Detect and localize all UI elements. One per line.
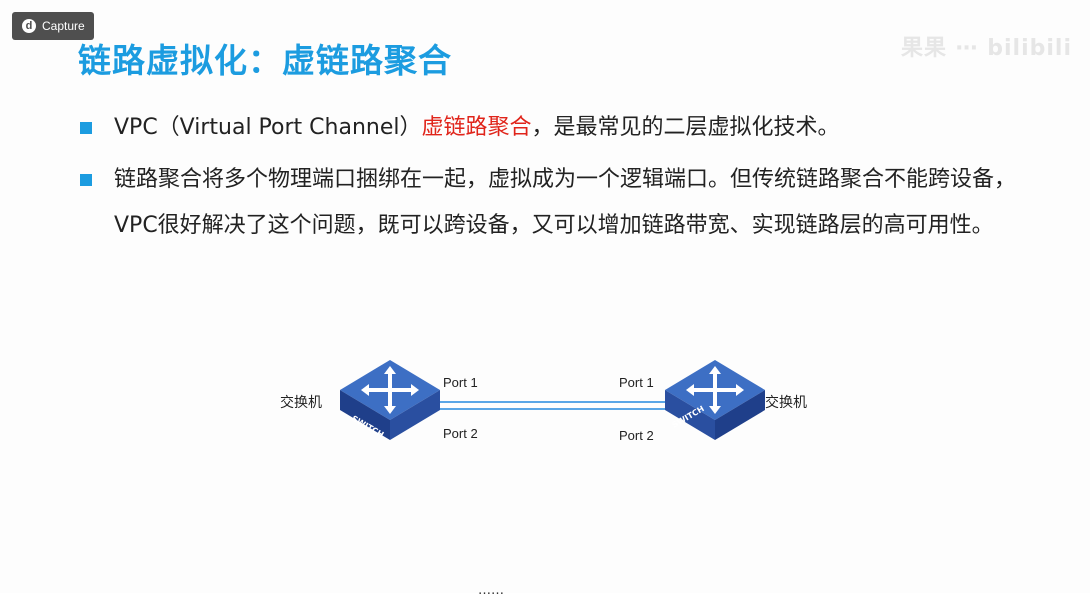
left-port-2-label: Port 2 xyxy=(443,426,478,441)
network-diagram: 交换机 交换机 Port 1 Port 2 Port 1 Port 2 xyxy=(260,350,840,460)
capture-label: Capture xyxy=(42,19,85,33)
bullet-text: VPC（Virtual Port Channel）虚链路聚合，是最常见的二层虚拟… xyxy=(114,115,840,140)
bullet-text: 链路聚合将多个物理端口捆绑在一起，虚拟成为一个逻辑端口。但传统链路聚合不能跨设备… xyxy=(114,167,1017,238)
right-port-1-label: Port 1 xyxy=(619,375,654,390)
left-switch-label: 交换机 xyxy=(280,395,322,411)
bullet-square-icon xyxy=(80,122,92,134)
bullet-item: 链路聚合将多个物理端口捆绑在一起，虚拟成为一个逻辑端口。但传统链路聚合不能跨设备… xyxy=(80,157,1040,249)
slide-title: 链路虚拟化：虚链路聚合 xyxy=(78,41,452,80)
highlight-text: 虚链路聚合 xyxy=(421,115,532,140)
watermark: 果果 ⋯ bilibili xyxy=(900,36,1072,61)
bullet-square-icon xyxy=(80,174,92,186)
bullet-item: VPC（Virtual Port Channel）虚链路聚合，是最常见的二层虚拟… xyxy=(80,105,1040,151)
bottom-cut-text: …… xyxy=(478,583,504,598)
right-switch-icon: SWITCH xyxy=(665,360,765,440)
left-port-1-label: Port 1 xyxy=(443,375,478,390)
capture-logo-icon: d xyxy=(22,19,36,33)
right-port-2-label: Port 2 xyxy=(619,428,654,443)
capture-button[interactable]: d Capture xyxy=(12,12,94,40)
diagram-graphics: SWITCH SWITCH xyxy=(340,360,765,440)
right-switch-label: 交换机 xyxy=(765,395,807,411)
left-switch-icon: SWITCH xyxy=(340,360,440,440)
